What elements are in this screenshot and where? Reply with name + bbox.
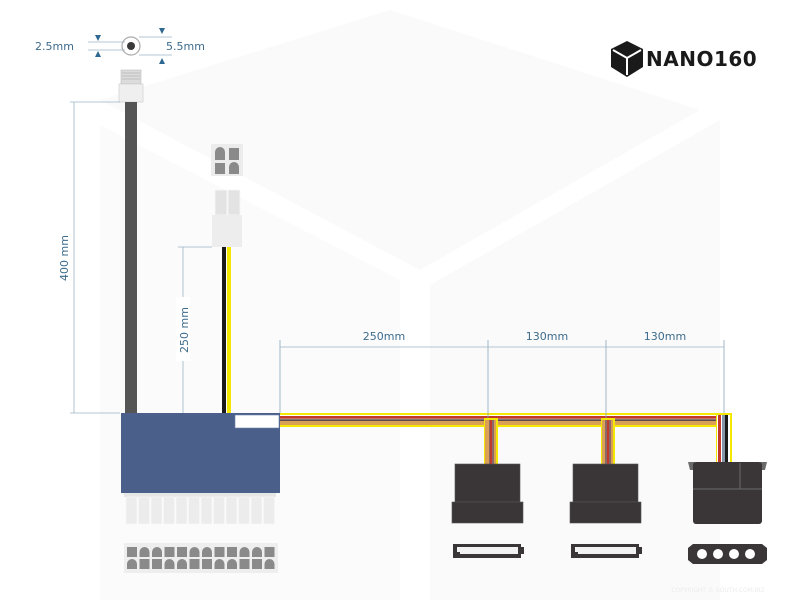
atx-pin-tab [163,496,175,525]
atx-pin-tab [175,496,188,525]
atx-pin-tab [150,496,163,525]
atx-pin-tab [225,496,238,525]
p4-cable-length-label: 250 mm [178,307,191,353]
cube-y-icon [611,41,643,77]
brand-logo: NANO160 [611,41,757,77]
dc-jack-inner-pin [127,42,135,50]
atx-pin [252,559,262,569]
p4-connector-face [211,144,243,176]
atx-pin [239,559,250,569]
atx-pin [239,547,250,557]
horizontal-dimensions [279,340,725,418]
atx-pin [139,559,150,569]
atx-pin [264,559,275,569]
atx-pin [152,559,162,569]
atx-pin [164,547,175,557]
sata-connector-2 [569,463,642,524]
arrow-down-icon [159,28,165,34]
atx24-connector-face [124,543,278,573]
sata-connector-1-face [453,544,524,558]
atx-pin-tab [213,496,225,525]
segment-2-length-label: 130mm [526,330,568,343]
atx-pin-tab [238,496,250,525]
atx-pin [227,559,237,569]
atx-pin [252,547,262,557]
p4-connector-side [212,189,242,247]
dc-jack-front-view [88,28,172,64]
dc-cable-length-dimension [70,101,120,414]
arrow-up-icon [95,51,101,57]
atx-pin [202,547,212,557]
atx-pin [202,559,212,569]
atx24-connector-side [124,493,276,525]
atx-pin [177,547,187,557]
atx-pin [189,559,200,569]
segment-3-length-label: 130mm [644,330,686,343]
sata2-wire-drop [601,418,615,464]
wire-black [280,419,726,421]
sata-connector-2-face [571,544,642,558]
dc-cable-length-label: 400 mm [58,235,71,281]
copyright-watermark: COPYRIGHT © SOUTH.COM.BIZ [671,587,765,594]
dc-input-cable [125,102,137,414]
wire-red [280,416,726,419]
sata-molex-wire-bundle [280,413,730,427]
brand-name: NANO160 [646,47,757,71]
atx-pin [127,547,137,557]
atx-pin [177,559,187,569]
atx-pin-tab [138,496,150,525]
atx-pin [152,547,162,557]
atx-pin-tab [200,496,213,525]
atx-pin-tab [250,496,263,525]
dc-inner-diameter-label: 2.5mm [35,40,74,53]
atx-pin [127,559,137,569]
atx-pin [139,547,150,557]
sata-connector-1 [451,463,524,524]
p4-wire-yellow [227,247,231,414]
atx-pin [214,559,225,569]
segment-1-length-label: 250mm [363,330,405,343]
molex-connector-face [688,544,767,564]
sata1-wire-drop [484,418,498,464]
atx-pin [214,547,225,557]
p4-wire-black [222,247,226,414]
atx-pin [189,547,200,557]
arrow-up-icon [159,58,165,64]
board-label-area [234,414,280,429]
dc-outer-diameter-label: 5.5mm [166,40,205,53]
wire-orange [280,421,726,425]
molex-connector [688,462,767,524]
atx-pin-tab [263,496,275,525]
atx-pin [264,547,275,557]
molex-wire-drop [716,413,732,465]
atx-pin-tab [188,496,200,525]
dc-jack-side-view [118,69,144,103]
arrow-down-icon [95,35,101,41]
atx-pin [164,559,175,569]
atx-pin [227,547,237,557]
atx-pin-tab [125,496,138,525]
